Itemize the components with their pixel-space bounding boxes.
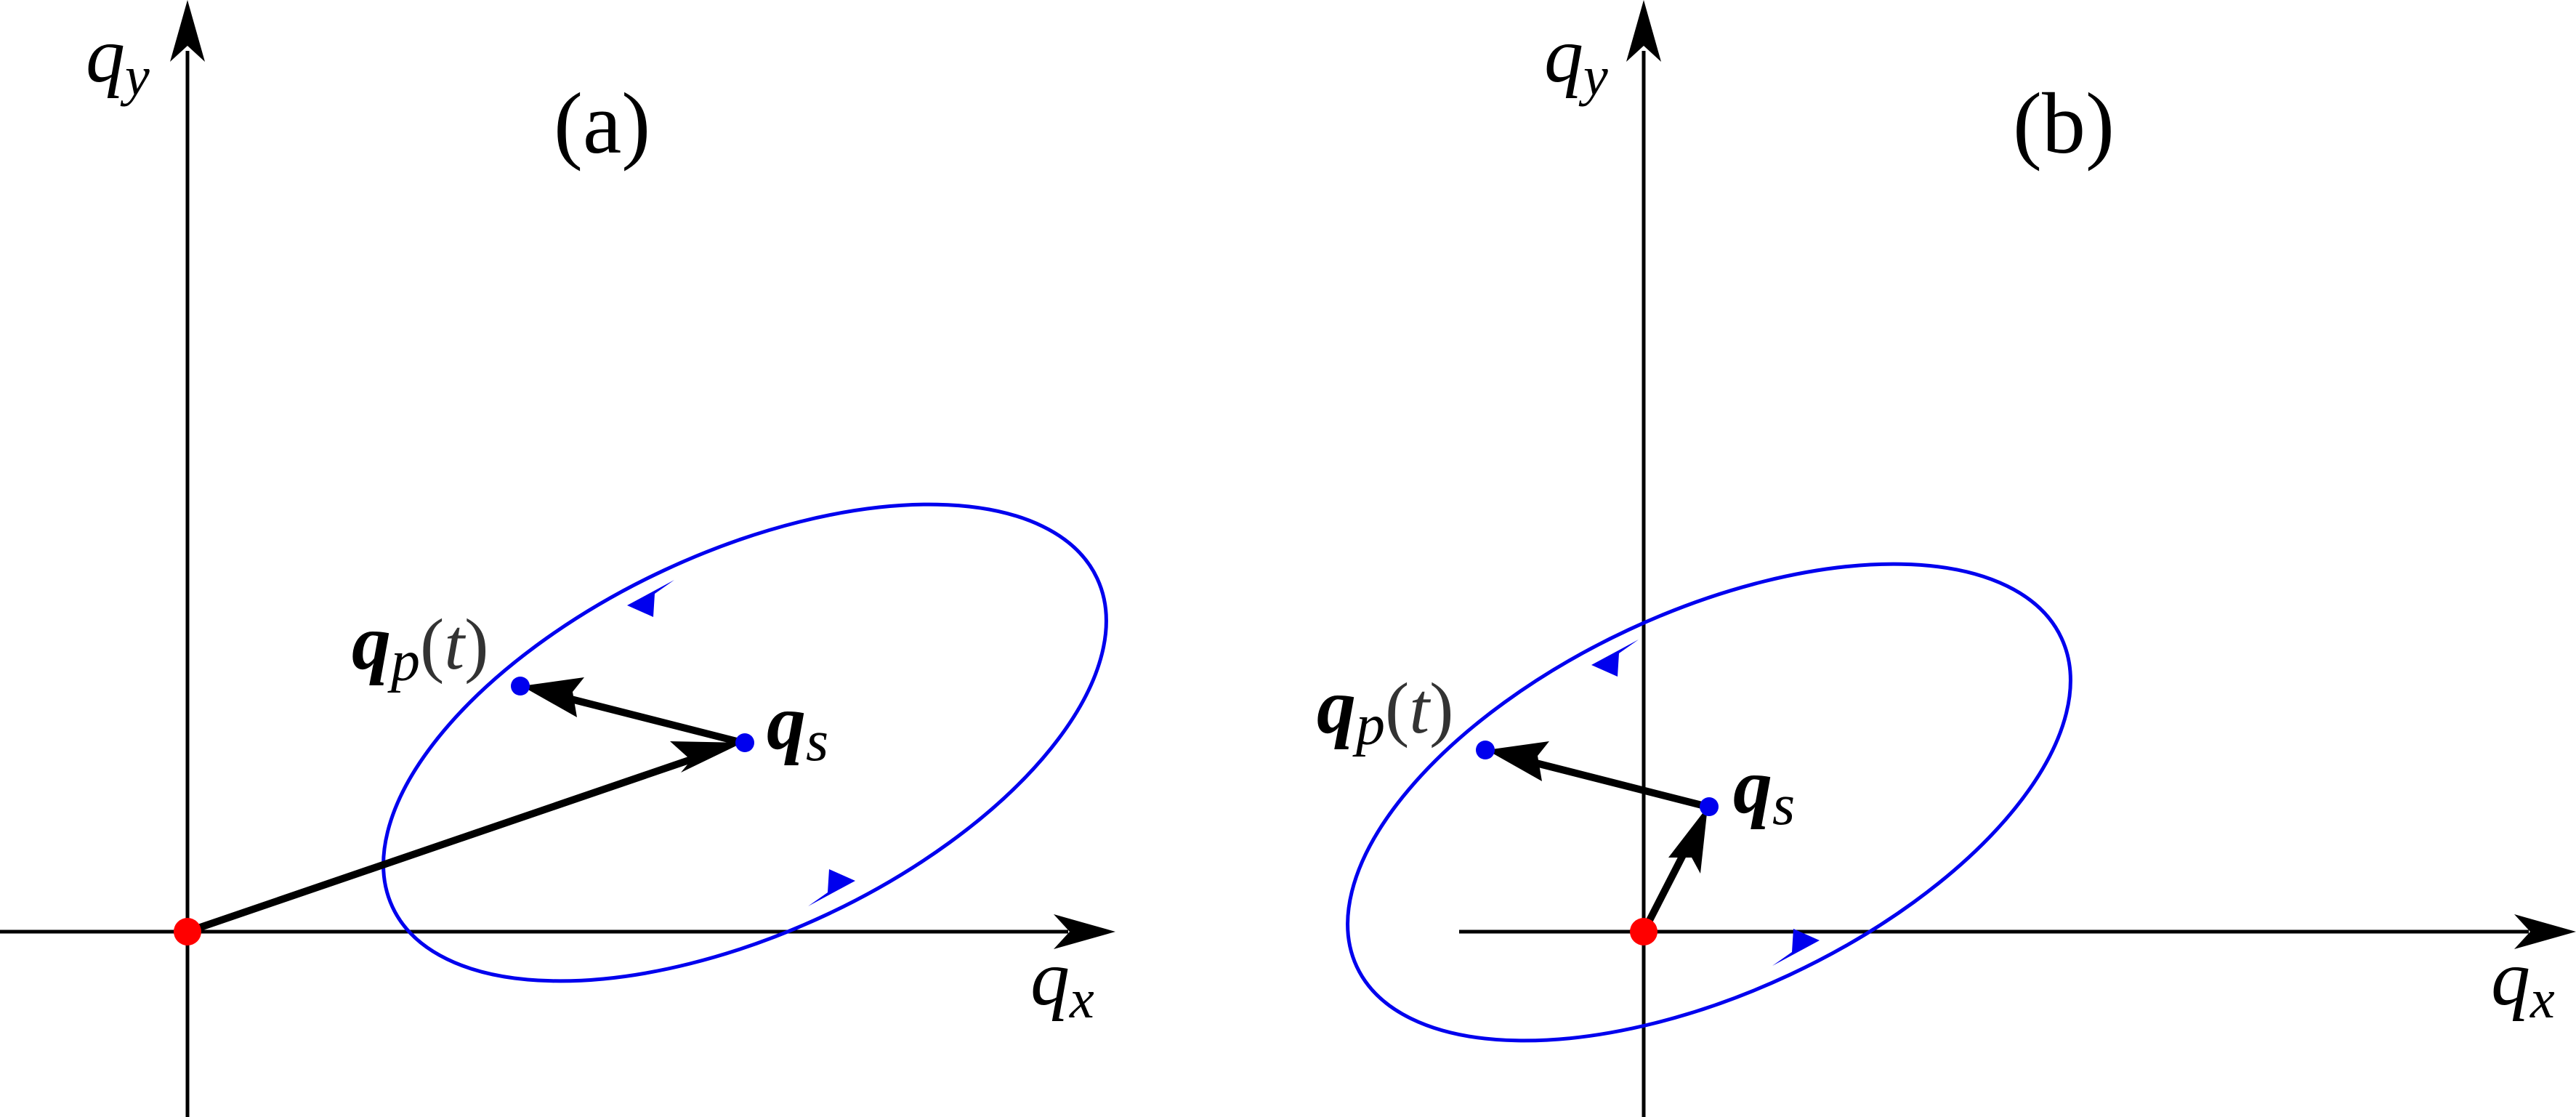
panel-a-orbit-arrow-upper	[627, 580, 674, 617]
panel-a-y-axis-arrowhead	[170, 0, 205, 62]
panel-a-origin-point	[174, 918, 201, 945]
panel-b-vector-origin-to-qs	[1640, 844, 1691, 934]
panel-b-qs-label: qs	[1733, 743, 1795, 837]
panel-b-orbit-arrow-lower	[1772, 929, 1820, 966]
panel-a-x-axis-label: qx	[1030, 935, 1094, 1030]
panel-a-vector-origin-to-qs	[186, 754, 699, 935]
panel-a-qs-label: qs	[767, 680, 828, 773]
panel-a-qs-point	[735, 733, 754, 752]
panel-b-label: (b)	[2013, 75, 2115, 172]
panel-b-y-axis-arrowhead	[1626, 0, 1661, 62]
panel-b-vector-qs-to-qp-arrowhead	[1487, 741, 1549, 781]
panel-a-vector-origin-to-qs-arrowhead	[670, 741, 743, 773]
panel-a-orbit-arrow-lower	[808, 869, 855, 906]
panel-a-qp-label: qp(t)	[352, 600, 488, 693]
panel-a-qp-point	[511, 677, 530, 695]
panel-b-qp-label: qp(t)	[1317, 664, 1453, 757]
panel-b-vector-qs-to-qp	[1529, 758, 1709, 810]
panel-b-vector-origin-to-qs-arrowhead	[1668, 807, 1708, 874]
panel-b-orbit-ellipse	[1346, 562, 2072, 1043]
panel-a-vector-qs-to-qp	[564, 694, 744, 746]
panel-a-vector-qs-to-qp-arrowhead	[522, 677, 584, 717]
panel-b-x-axis-arrowhead	[2514, 914, 2576, 949]
panel-a-label: (a)	[554, 75, 650, 172]
panel-a-orbit-ellipse	[381, 502, 1108, 983]
panel-b-x-axis-label: qx	[2491, 935, 2555, 1030]
panel-a-x-axis-arrowhead	[1054, 914, 1115, 949]
panel-b-qp-point	[1476, 741, 1495, 759]
panel-b-orbit-arrow-upper	[1591, 640, 1639, 677]
panel-a-y-axis-label: qy	[86, 12, 150, 107]
panel-b-qs-point	[1700, 797, 1719, 816]
panel-b-origin-point	[1630, 918, 1658, 945]
panel-b-y-axis-label: qy	[1544, 12, 1608, 107]
panel-b: (b) qy qx qp(t) qs	[1317, 0, 2576, 1117]
panel-a: (a) qy qx qp(t) qs	[0, 0, 1115, 1117]
